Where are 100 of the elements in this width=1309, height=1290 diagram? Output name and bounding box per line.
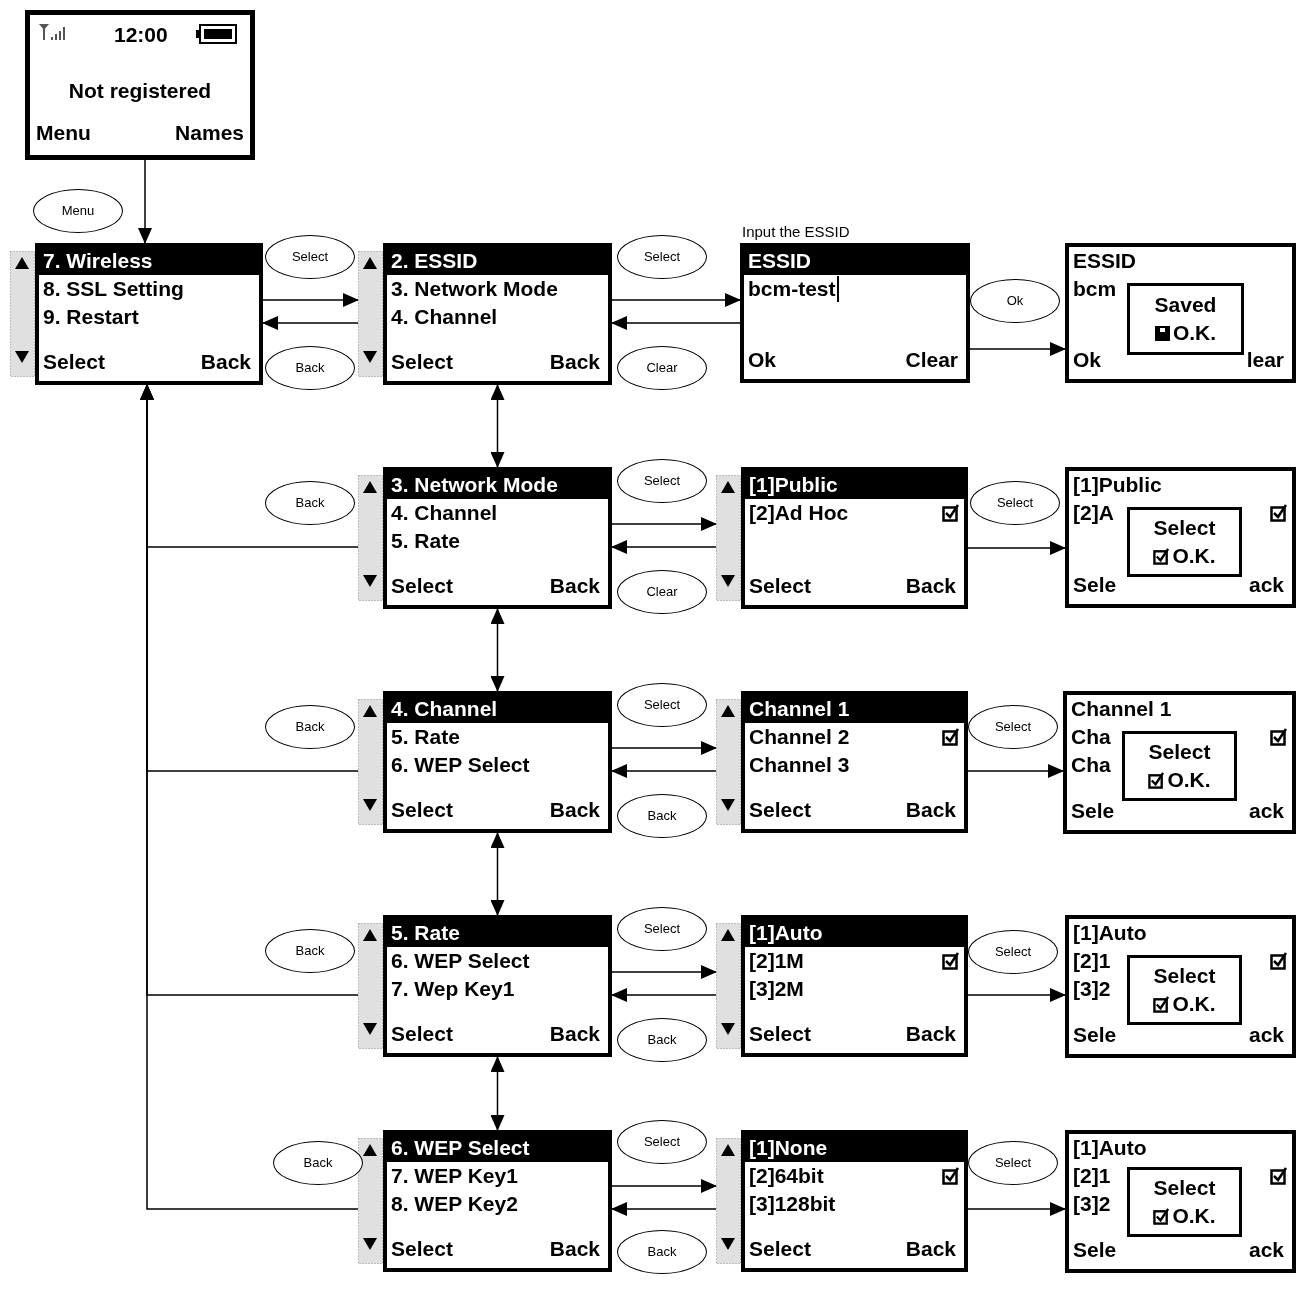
softkey-text: Select xyxy=(749,573,811,599)
key-label: Select xyxy=(617,459,707,503)
softkey-text: Select xyxy=(43,349,105,375)
arrow xyxy=(611,517,717,531)
key-label: Select xyxy=(968,1141,1058,1185)
popup-text: O.K. xyxy=(1172,543,1216,569)
softkey-text: Select xyxy=(391,1236,453,1262)
popup-text: O.K. xyxy=(1172,320,1217,346)
softkey-text: Sele xyxy=(1073,1022,1117,1048)
arrow xyxy=(262,293,359,307)
arrow xyxy=(490,832,505,916)
softkey-text: Select xyxy=(749,1236,811,1262)
menu-item: [2]64bit xyxy=(749,1163,824,1189)
menu-item: ESSID xyxy=(1073,248,1137,274)
popup-text: O.K. xyxy=(1167,767,1211,793)
menu-item: 4. Channel xyxy=(391,304,498,330)
key-label: Back xyxy=(265,481,355,525)
key-label: Back xyxy=(617,1018,707,1062)
key-label: Select xyxy=(970,481,1060,525)
softkey-text: ack xyxy=(1248,1022,1284,1048)
arrow xyxy=(490,1056,505,1131)
key-label: Back xyxy=(273,1141,363,1185)
menu-item: [3]128bit xyxy=(749,1191,836,1217)
softkey-text: Back xyxy=(905,573,956,599)
menu-item: [2]A xyxy=(1073,500,1114,526)
menu-item: [3]2 xyxy=(1073,1191,1111,1217)
popup-dialog xyxy=(1127,1167,1242,1237)
popup-dialog xyxy=(1127,283,1244,355)
softkey-text: Back xyxy=(549,349,600,375)
menu-item: 8. WEP Key2 xyxy=(391,1191,518,1217)
key-label: Menu xyxy=(33,189,123,233)
menu-item: Channel 2 xyxy=(749,724,850,750)
arrow xyxy=(490,384,505,468)
softkey-text: Select xyxy=(749,797,811,823)
arrow xyxy=(138,159,152,244)
softkey-text: Menu xyxy=(36,120,91,146)
softkey-text: Back xyxy=(905,797,956,823)
menu-item: bcm-test xyxy=(748,276,839,302)
softkey-text: Select xyxy=(391,349,453,375)
popup-text: O.K. xyxy=(1172,991,1216,1017)
arrow xyxy=(611,540,717,554)
arrow xyxy=(967,988,1066,1002)
softkey-text: Back xyxy=(549,573,600,599)
key-label: Select xyxy=(617,683,707,727)
arrow xyxy=(611,988,717,1002)
menu-item: [3]2M xyxy=(749,976,804,1002)
popup-dialog xyxy=(1127,955,1242,1025)
key-label: Clear xyxy=(617,570,707,614)
softkey-text: Select xyxy=(391,1021,453,1047)
menu-item: Cha xyxy=(1071,752,1111,778)
popup-text: Select xyxy=(1153,1175,1216,1201)
menu-item: 5. Rate xyxy=(391,528,460,554)
softkey-text: Back xyxy=(549,1021,600,1047)
softkey-text: Sele xyxy=(1073,1237,1117,1263)
popup-text: Select xyxy=(1153,963,1216,989)
highlighted-menu-item: ESSID xyxy=(748,248,812,274)
menu-item: 8. SSL Setting xyxy=(43,276,184,302)
menu-item: [2]1 xyxy=(1073,948,1111,974)
softkey-text: ack xyxy=(1248,1237,1284,1263)
softkey-text: ack xyxy=(1248,572,1284,598)
menu-item: [2]1 xyxy=(1073,1163,1111,1189)
arrow xyxy=(611,316,741,330)
highlighted-menu-item: [1]Auto xyxy=(749,920,823,946)
menu-item: 4. Channel xyxy=(391,500,498,526)
highlighted-menu-item: [1]Public xyxy=(749,472,838,498)
menu-item: [1]Public xyxy=(1073,472,1162,498)
key-label: Select xyxy=(265,235,355,279)
key-label: Select xyxy=(617,1120,707,1164)
arrow xyxy=(611,293,741,307)
key-label: Back xyxy=(617,794,707,838)
menu-item: [3]2 xyxy=(1073,976,1111,1002)
caption-text: Input the ESSID xyxy=(742,223,850,241)
arrow xyxy=(490,608,505,692)
menu-item: [2]Ad Hoc xyxy=(749,500,849,526)
key-label: Back xyxy=(265,705,355,749)
softkey-text: Sele xyxy=(1073,572,1117,598)
menu-item: 7. WEP Key1 xyxy=(391,1163,518,1189)
menu-item: Channel 1 xyxy=(1071,696,1172,722)
key-label: Select xyxy=(617,907,707,951)
menu-item: Channel 3 xyxy=(749,752,850,778)
softkey-text: Back xyxy=(549,1236,600,1262)
arrow xyxy=(611,1202,717,1216)
key-label: Select xyxy=(968,705,1058,749)
highlighted-menu-item: 6. WEP Select xyxy=(391,1135,530,1161)
arrow xyxy=(967,1202,1066,1216)
menu-item: [1]Auto xyxy=(1073,920,1147,946)
highlighted-menu-item: 2. ESSID xyxy=(391,248,478,274)
key-label: Select xyxy=(968,930,1058,974)
softkey-text: Back xyxy=(905,1236,956,1262)
clock-text: 12:00 xyxy=(114,22,168,48)
popup-text: Select xyxy=(1148,739,1211,765)
popup-text: Select xyxy=(1153,515,1216,541)
softkey-text: Names xyxy=(175,120,244,146)
menu-item: 9. Restart xyxy=(43,304,139,330)
arrow xyxy=(611,965,717,979)
arrow xyxy=(967,541,1066,555)
softkey-text: Sele xyxy=(1071,798,1115,824)
arrow xyxy=(967,764,1064,778)
menu-item: 6. WEP Select xyxy=(391,752,530,778)
arrow xyxy=(140,384,359,1210)
